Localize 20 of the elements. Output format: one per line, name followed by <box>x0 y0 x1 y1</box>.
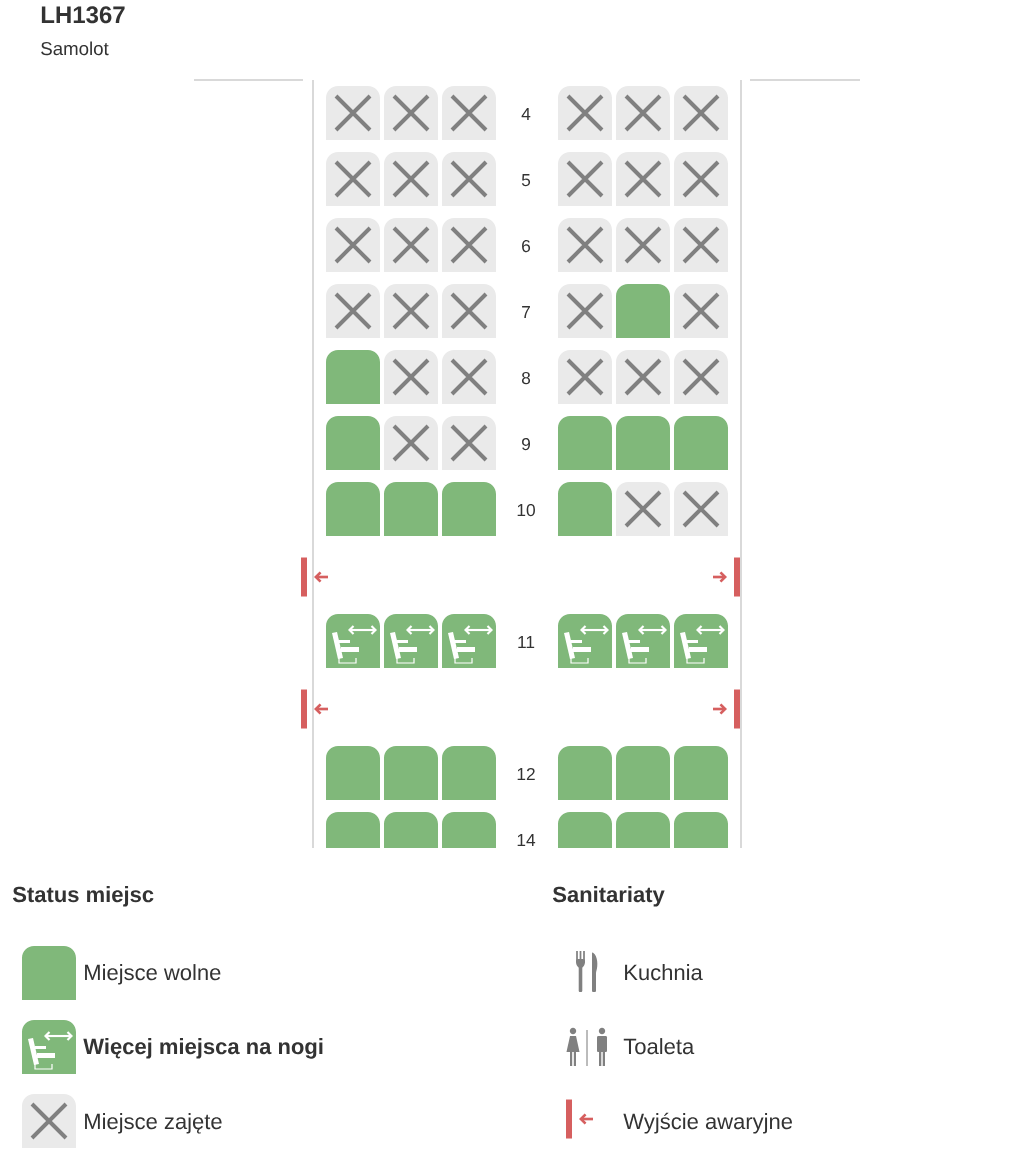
title: LH1367 <box>41 6 125 24</box>
row-number: 6 <box>522 239 531 253</box>
row-number: 14 <box>517 834 536 846</box>
row-number: 7 <box>522 306 530 318</box>
row-number: 8 <box>521 371 531 385</box>
subtitle: Samolot <box>41 41 109 56</box>
row-number: 10 <box>517 503 535 517</box>
legend-label: Miejsce wolne <box>85 964 221 985</box>
legend-label: Toaleta <box>623 1038 695 1055</box>
legend-label: Miejsce zajęte <box>85 1113 222 1134</box>
legend-label: Kuchnia <box>625 964 703 981</box>
legend-label: Wyjście awaryjne <box>623 1112 792 1134</box>
legend-label: Więcej miejsca na nogi <box>83 1038 323 1059</box>
row-number: 9 <box>522 437 530 451</box>
row-number: 4 <box>521 108 531 120</box>
row-number: 12 <box>517 767 535 780</box>
row-number: 5 <box>521 174 531 187</box>
legend-heading: Status miejsc <box>12 886 154 907</box>
row-number: 11 <box>518 636 535 648</box>
legend-heading: Sanitariaty <box>552 886 665 907</box>
